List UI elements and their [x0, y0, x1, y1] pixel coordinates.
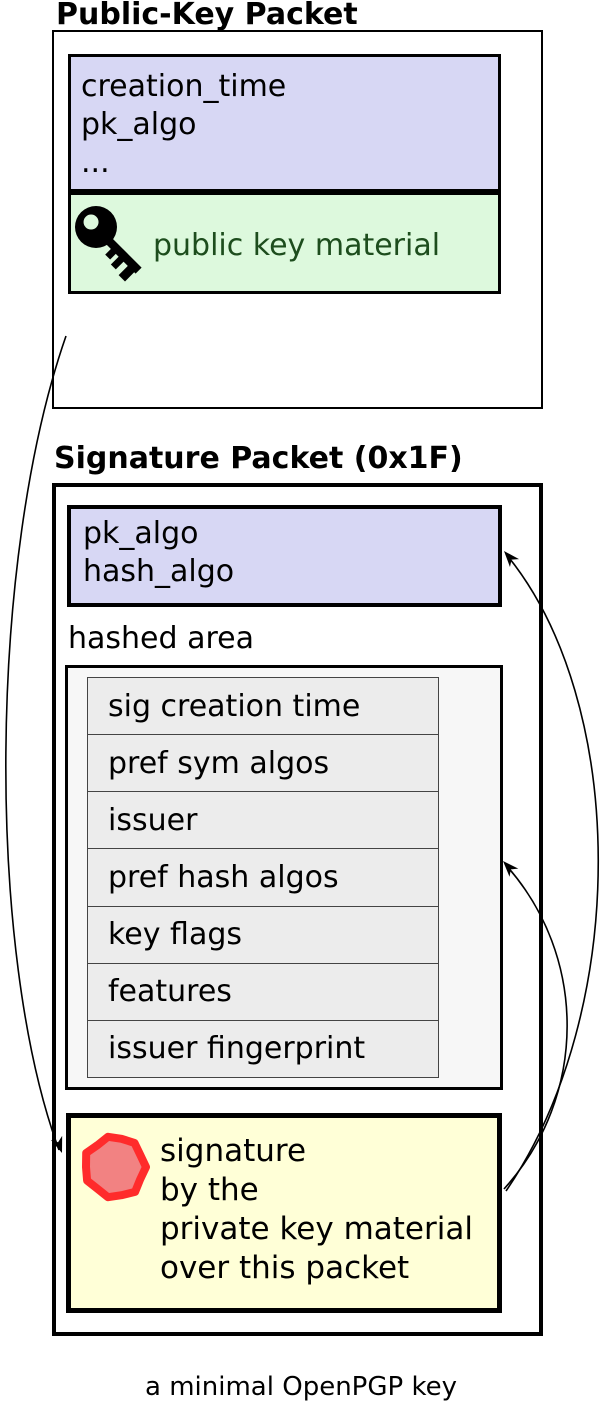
public-key-material-box: [68, 192, 501, 294]
subpacket-row: key flags: [88, 906, 438, 964]
subpacket-row: sig creation time: [88, 678, 438, 736]
signature-text: signature by the private key material ov…: [160, 1132, 473, 1288]
field-hash-algo: hash_algo: [83, 554, 235, 589]
field-pk-algo: pk_algo: [83, 516, 199, 551]
hashed-area-label: hashed area: [68, 621, 254, 656]
subpacket-row: pref sym algos: [88, 735, 438, 793]
signature-fields-box: [67, 505, 502, 607]
public-key-packet-title: Public-Key Packet: [56, 0, 358, 32]
signature-line: by the: [160, 1172, 259, 1208]
public-key-fields-box: [68, 54, 501, 192]
public-key-material-label: public key material: [153, 228, 441, 263]
field-creation-time: creation_time: [81, 69, 287, 104]
subpacket-row: issuer fingerprint: [88, 1020, 438, 1077]
signature-line: private key material: [160, 1211, 473, 1247]
signature-line: over this packet: [160, 1250, 410, 1286]
subpacket-row: issuer: [88, 792, 438, 850]
field-pk-algo: pk_algo: [81, 107, 197, 142]
subpacket-row: features: [88, 963, 438, 1021]
seal-icon: [82, 1132, 150, 1202]
key-icon: [75, 206, 142, 282]
signature-packet-title: Signature Packet (0x1F): [54, 441, 463, 476]
hashed-area-rows: sig creation time pref sym algos issuer …: [87, 677, 439, 1078]
field-ellipsis: ...: [81, 145, 110, 180]
diagram-caption: a minimal OpenPGP key: [145, 1372, 457, 1402]
public-key-fields: creation_time pk_algo ...: [81, 68, 286, 182]
signature-fields: pk_algo hash_algo: [83, 515, 234, 591]
signature-line: signature: [160, 1133, 307, 1169]
subpacket-row: pref hash algos: [88, 849, 438, 907]
